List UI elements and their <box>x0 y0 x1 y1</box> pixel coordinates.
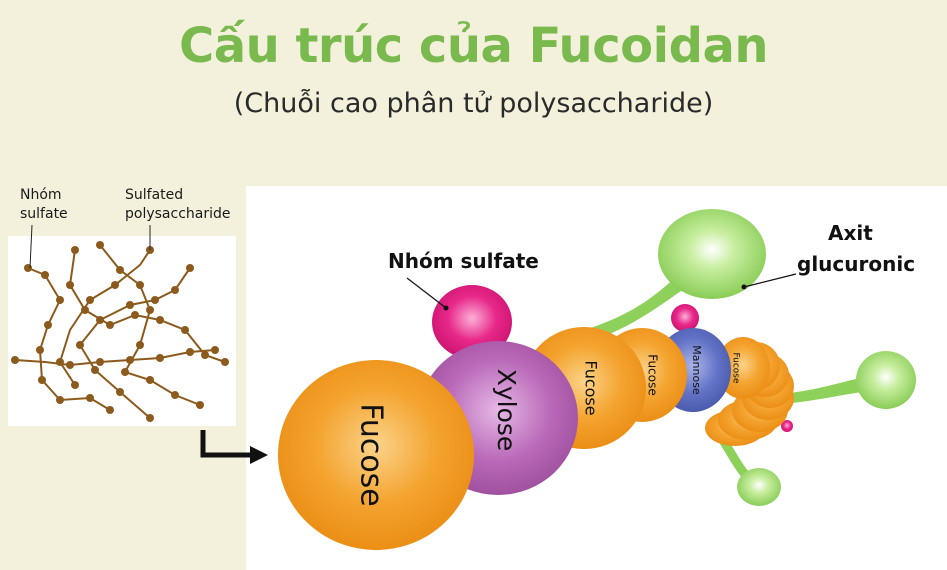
inset-label-poly-line2: polysaccharide <box>125 206 231 222</box>
glucuronic-stem-top <box>585 278 690 338</box>
glucuronic-acid-sphere-bottom <box>737 468 781 506</box>
inset-label-polysaccharide: Sulfated polysaccharide <box>125 186 231 224</box>
fucose-sphere-large <box>278 360 474 550</box>
glucuronic-leader-dot <box>741 284 747 290</box>
label-fucose-large: Fucose <box>354 403 389 507</box>
label-xylose: Xylose <box>492 369 521 452</box>
sulfate-leader-dot <box>443 305 449 311</box>
page-title: Cấu trúc của Fucoidan <box>178 18 769 74</box>
inset-beads <box>11 241 229 422</box>
inset-label-sulfate-line2: sulfate <box>20 206 68 222</box>
inset-label-poly-line1: Sulfated <box>125 187 184 203</box>
label-fucose-3: Fucose <box>646 354 660 395</box>
sulfate-group-sphere <box>432 285 512 359</box>
sulfate-dot <box>671 304 699 332</box>
glucuronic-acid-sphere-large <box>658 209 766 299</box>
page-subtitle: (Chuỗi cao phân tử polysaccharide) <box>233 88 714 119</box>
sulfate-dot-small <box>781 420 793 432</box>
inset-label-sulfate: Nhóm sulfate <box>20 186 68 224</box>
label-mannose: Mannose <box>690 345 703 395</box>
inset-sulfate-leader <box>29 224 33 269</box>
glucuronic-leader-line <box>743 273 797 288</box>
label-fucose-2: Fucose <box>582 360 601 415</box>
fucose-sphere-4 <box>716 337 770 399</box>
label-fucose-4: Fucose <box>731 352 741 384</box>
glucuronic-acid-sphere-right <box>856 351 916 409</box>
arrow-icon <box>200 430 268 464</box>
inset-label-sulfate-line1: Nhóm <box>20 187 62 203</box>
label-glucuronic-line2: glucuronic <box>797 252 915 276</box>
sulfate-leader-line <box>406 277 447 309</box>
label-glucuronic-line1: Axit <box>828 221 873 245</box>
label-sulfate-group: Nhóm sulfate <box>388 249 539 273</box>
